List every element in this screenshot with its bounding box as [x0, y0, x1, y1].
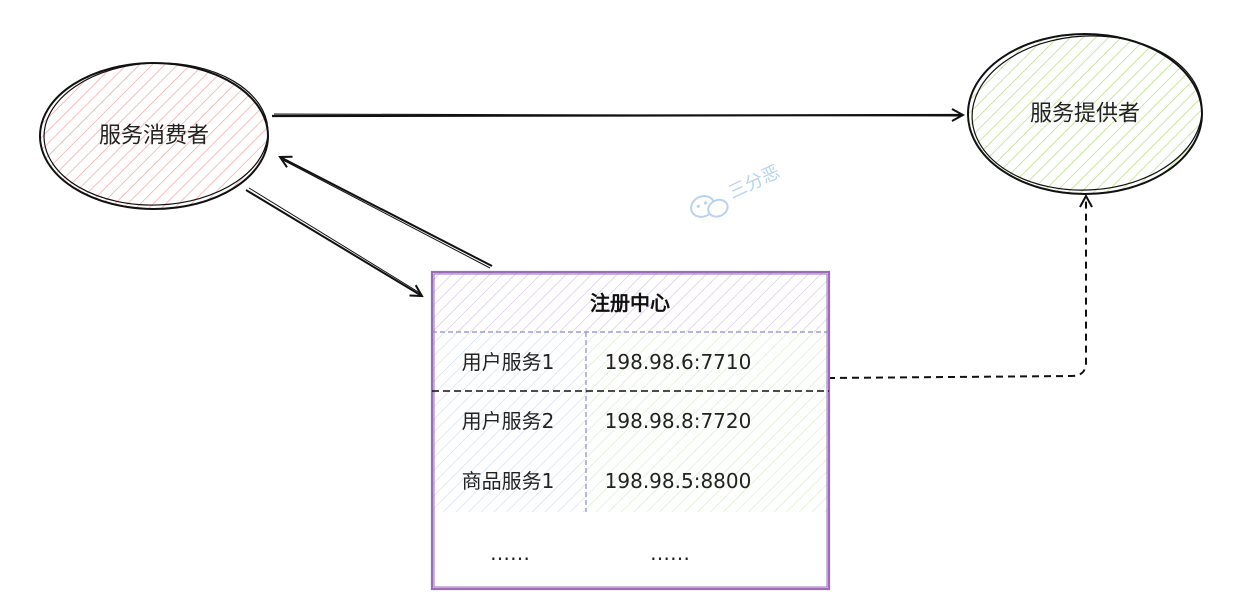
wechat-icon [690, 195, 729, 218]
connectors [245, 113, 1086, 379]
arrow-registry-to-provider-dashed [827, 196, 1086, 379]
registry-address-column-fill [586, 332, 829, 512]
service-name-cell: 用户服务1 [462, 350, 555, 374]
service-address-cell: 198.98.8:7720 [605, 409, 752, 433]
registry-border-sketch [433, 273, 828, 588]
registry-ellipsis-left: …… [490, 541, 530, 565]
consumer-ellipse-fill [40, 63, 268, 209]
service-provider-node: 服务提供者 [967, 33, 1203, 195]
registry-row: 用户服务1 198.98.6:7710 [462, 350, 752, 374]
arrow-consumer-to-provider-sketch [273, 113, 961, 117]
registry-title: 注册中心 [590, 291, 670, 315]
service-name-cell: 商品服务1 [462, 469, 555, 493]
arrow-consumer-to-registry [245, 189, 422, 296]
service-address-cell: 198.98.6:7710 [605, 350, 752, 374]
consumer-ellipse-sketch [43, 62, 269, 206]
registry-row: 用户服务2 198.98.8:7720 [462, 409, 752, 433]
provider-label: 服务提供者 [1030, 102, 1140, 127]
watermark: 三分恶 [690, 161, 783, 218]
registry-row: 商品服务1 198.98.5:8800 [462, 469, 752, 493]
consumer-label: 服务消费者 [99, 124, 209, 149]
registry-ellipsis-right: …… [650, 541, 690, 565]
arrow-consumer-to-registry-sketch [248, 187, 421, 294]
service-address-cell: 198.98.5:8800 [605, 469, 752, 493]
registry-center: 注册中心 用户服务1 198.98.6:7710 用户服务2 198.98.8:… [430, 270, 831, 591]
provider-ellipse-fill [968, 34, 1202, 194]
service-name-cell: 用户服务2 [462, 409, 555, 433]
provider-ellipse-sketch [971, 35, 1203, 191]
registry-header-fill [432, 272, 829, 332]
watermark-text: 三分恶 [725, 161, 783, 203]
registry-border [430, 270, 831, 591]
arrow-registry-to-consumer [280, 157, 493, 267]
registry-name-column-fill [432, 332, 586, 512]
arrow-registry-to-consumer-sketch [282, 159, 491, 269]
service-consumer-node: 服务消费者 [39, 62, 269, 210]
